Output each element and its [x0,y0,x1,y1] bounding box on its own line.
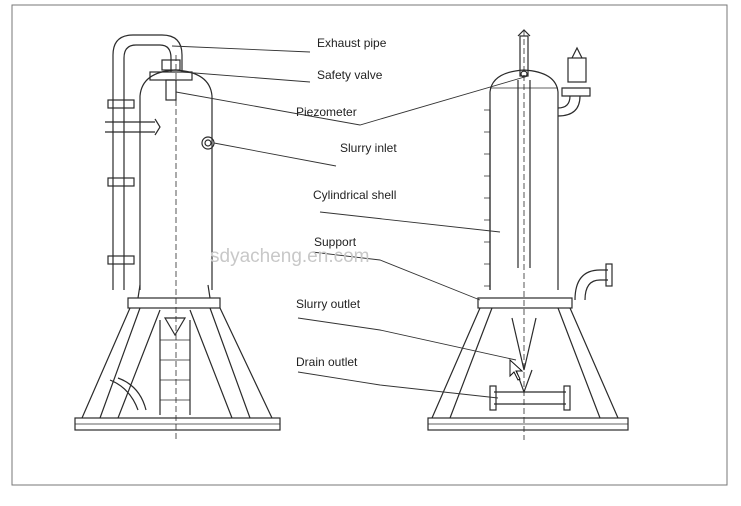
left-view [74,34,281,440]
label-safety-valve: Safety valve [317,68,383,82]
label-drain-outlet: Drain outlet [296,355,358,369]
label-cylindrical-shell: Cylindrical shell [313,188,396,202]
right-view [427,29,629,440]
label-exhaust-pipe: Exhaust pipe [317,36,387,50]
label-slurry-inlet: Slurry inlet [340,141,397,155]
label-support: Support [314,235,357,249]
label-slurry-outlet: Slurry outlet [296,297,361,311]
diagram-frame [11,4,728,486]
move-cursor-icon [509,358,524,381]
label-piezometer: Piezometer [296,105,357,119]
leader-lines [171,45,529,399]
watermark: sdyacheng.en.com [210,246,370,267]
